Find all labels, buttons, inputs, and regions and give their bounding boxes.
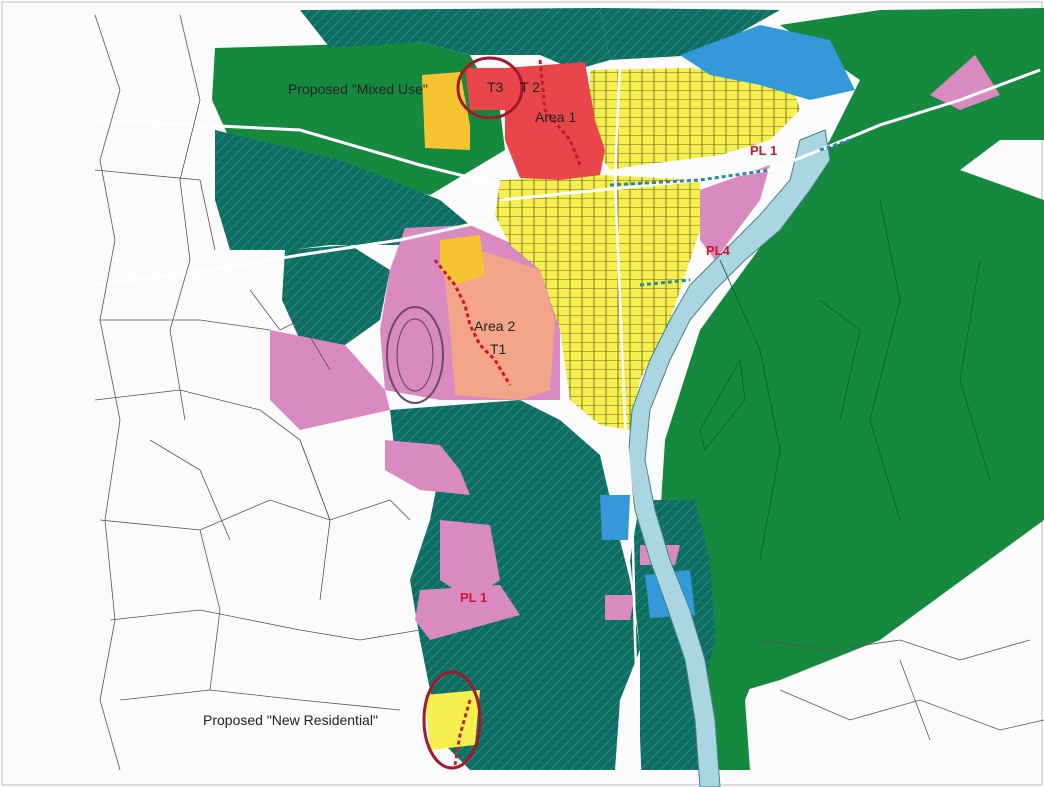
- t3-zone: [465, 68, 505, 110]
- west-pink-zone: [270, 330, 390, 430]
- south-green-strip: [700, 640, 770, 770]
- pl1-route: [609, 168, 771, 187]
- label-pl4: PL4: [706, 243, 731, 258]
- label-t1: T1: [490, 341, 507, 357]
- woodland-lines: [699, 199, 991, 561]
- north-east-residential: [600, 8, 780, 60]
- east-green-belt: [660, 8, 1044, 700]
- label-pl1-south: PL 1: [460, 590, 487, 605]
- label-new-residential: Proposed "New Residential": [203, 712, 378, 728]
- new-residential-parcel: [425, 690, 480, 750]
- yellow-parcel-west: [440, 235, 485, 285]
- label-t2: T 2: [520, 79, 540, 95]
- parcel-lines: [94, 14, 1044, 771]
- south-pink-zone: [385, 440, 470, 495]
- town-centre-zones: [440, 68, 800, 430]
- blue-zone-north: [680, 25, 855, 100]
- label-area1: Area 1: [535, 109, 576, 125]
- north-residential: [300, 8, 610, 70]
- north-east-pink-zone: [930, 55, 1000, 110]
- roads: [94, 59, 1041, 771]
- small-pink-zone-2: [605, 595, 635, 620]
- river: [627, 129, 831, 787]
- label-mixed-use: Proposed "Mixed Use": [288, 81, 428, 97]
- label-pl1: PL 1: [750, 143, 777, 158]
- new-residential-circle: [422, 670, 482, 770]
- town-centre-north: [590, 68, 800, 170]
- pl1-pink-zone: [440, 520, 500, 600]
- new-residential-route: [453, 699, 472, 766]
- pl4-route: [639, 278, 691, 287]
- pl1-lower-pink: [415, 585, 520, 640]
- area2-zone: [440, 250, 555, 400]
- pl4-pink-zone: [700, 165, 770, 260]
- mixed-use-circle: [456, 56, 524, 120]
- west-residential: [215, 130, 470, 250]
- west-residential-2: [282, 245, 390, 345]
- town-centre-main: [495, 175, 700, 430]
- label-t3: T3: [487, 79, 504, 95]
- running-track: [386, 306, 444, 404]
- river-crossing-route: [819, 138, 851, 152]
- label-area2: Area 2: [474, 318, 515, 334]
- blue-zone-small: [600, 495, 630, 540]
